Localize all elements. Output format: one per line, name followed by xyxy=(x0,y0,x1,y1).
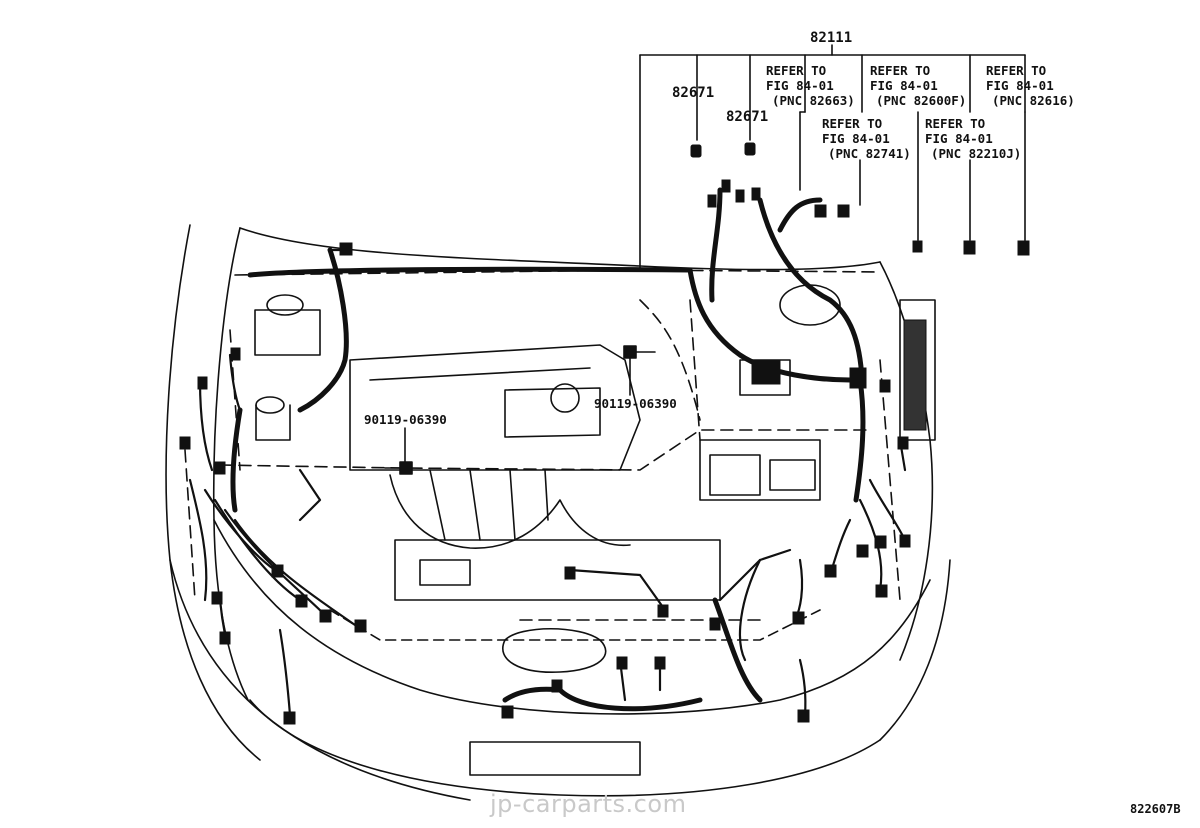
refer-line-1: REFER TO xyxy=(822,116,883,131)
connector xyxy=(197,376,208,390)
refer-line-2: FIG 84-01 xyxy=(766,78,834,93)
grommet-connector xyxy=(744,142,756,156)
connector xyxy=(709,617,721,631)
connector xyxy=(354,619,367,633)
connector xyxy=(214,461,226,475)
connector xyxy=(179,436,191,450)
connector xyxy=(735,189,745,203)
refer-line-2: FIG 84-01 xyxy=(822,131,890,146)
relay-block xyxy=(849,367,867,389)
bolt-label-left: 90119-06390 xyxy=(364,412,447,427)
connector xyxy=(875,584,888,598)
engine-block xyxy=(349,344,821,601)
connector xyxy=(751,187,761,201)
reservoirs xyxy=(254,284,936,441)
connector xyxy=(912,240,923,253)
refer-line-2: FIG 84-01 xyxy=(925,131,993,146)
connector xyxy=(1017,240,1030,256)
connector xyxy=(501,705,514,719)
refer-line-3: (PNC 82663) xyxy=(772,93,855,108)
junction-block xyxy=(751,359,781,385)
connector xyxy=(283,711,296,725)
connector xyxy=(230,347,241,361)
bolt-left xyxy=(384,427,413,475)
connector xyxy=(721,179,731,193)
connector xyxy=(824,564,837,578)
connector xyxy=(657,604,669,618)
harness-bundles xyxy=(230,187,866,712)
connector xyxy=(874,535,887,549)
refer-line-3: (PNC 82210J) xyxy=(931,146,1022,161)
refer-line-2: FIG 84-01 xyxy=(986,78,1054,93)
connector xyxy=(963,240,976,255)
connector xyxy=(837,204,850,218)
refer-line-1: REFER TO xyxy=(925,116,986,131)
connector xyxy=(271,564,284,578)
connector xyxy=(654,656,666,670)
connector xyxy=(879,379,891,393)
fuse-box xyxy=(903,319,927,431)
connector xyxy=(564,566,576,580)
refer-note-82663: REFER TO FIG 84-01 (PNC 82663) xyxy=(766,63,855,108)
refer-note-82210j: REFER TO FIG 84-01 (PNC 82210J) xyxy=(925,116,1021,161)
connector xyxy=(339,242,353,256)
bolt-right xyxy=(623,345,656,396)
watermark-text: jp-carparts.com xyxy=(490,790,687,818)
connector xyxy=(319,609,332,623)
connector xyxy=(899,534,911,548)
connector xyxy=(707,194,717,208)
branch-wires xyxy=(188,248,907,717)
refer-note-82600f: REFER TO FIG 84-01 (PNC 82600F) xyxy=(870,63,966,108)
refer-line-1: REFER TO xyxy=(870,63,931,78)
refer-line-3: (PNC 82741) xyxy=(828,146,911,161)
connector xyxy=(814,204,827,218)
refer-note-82616: REFER TO FIG 84-01 (PNC 82616) xyxy=(986,63,1075,108)
connector xyxy=(616,656,628,670)
connector xyxy=(551,679,563,693)
connector xyxy=(856,544,869,558)
figure-number: 822607B xyxy=(1130,802,1181,816)
bolt-label-right: 90119-06390 xyxy=(594,396,677,411)
connector xyxy=(295,594,308,608)
harness-routing-dashed xyxy=(184,269,901,621)
connectors xyxy=(179,142,1030,725)
refer-line-1: REFER TO xyxy=(766,63,827,78)
refer-line-3: (PNC 82600F) xyxy=(876,93,967,108)
refer-line-1: REFER TO xyxy=(986,63,1047,78)
part-label-82671-b: 82671 xyxy=(726,109,769,125)
connector xyxy=(792,611,805,625)
part-label-82671-a: 82671 xyxy=(672,85,715,101)
part-label-main: 82111 xyxy=(810,30,853,46)
refer-line-2: FIG 84-01 xyxy=(870,78,938,93)
refer-note-82741: REFER TO FIG 84-01 (PNC 82741) xyxy=(822,116,911,161)
refer-line-3: (PNC 82616) xyxy=(992,93,1075,108)
connector xyxy=(211,591,223,605)
main-harness-callout xyxy=(639,44,1026,269)
grommet-connector xyxy=(690,144,702,158)
connector xyxy=(897,436,909,450)
connector xyxy=(797,709,810,723)
connector xyxy=(219,631,231,645)
